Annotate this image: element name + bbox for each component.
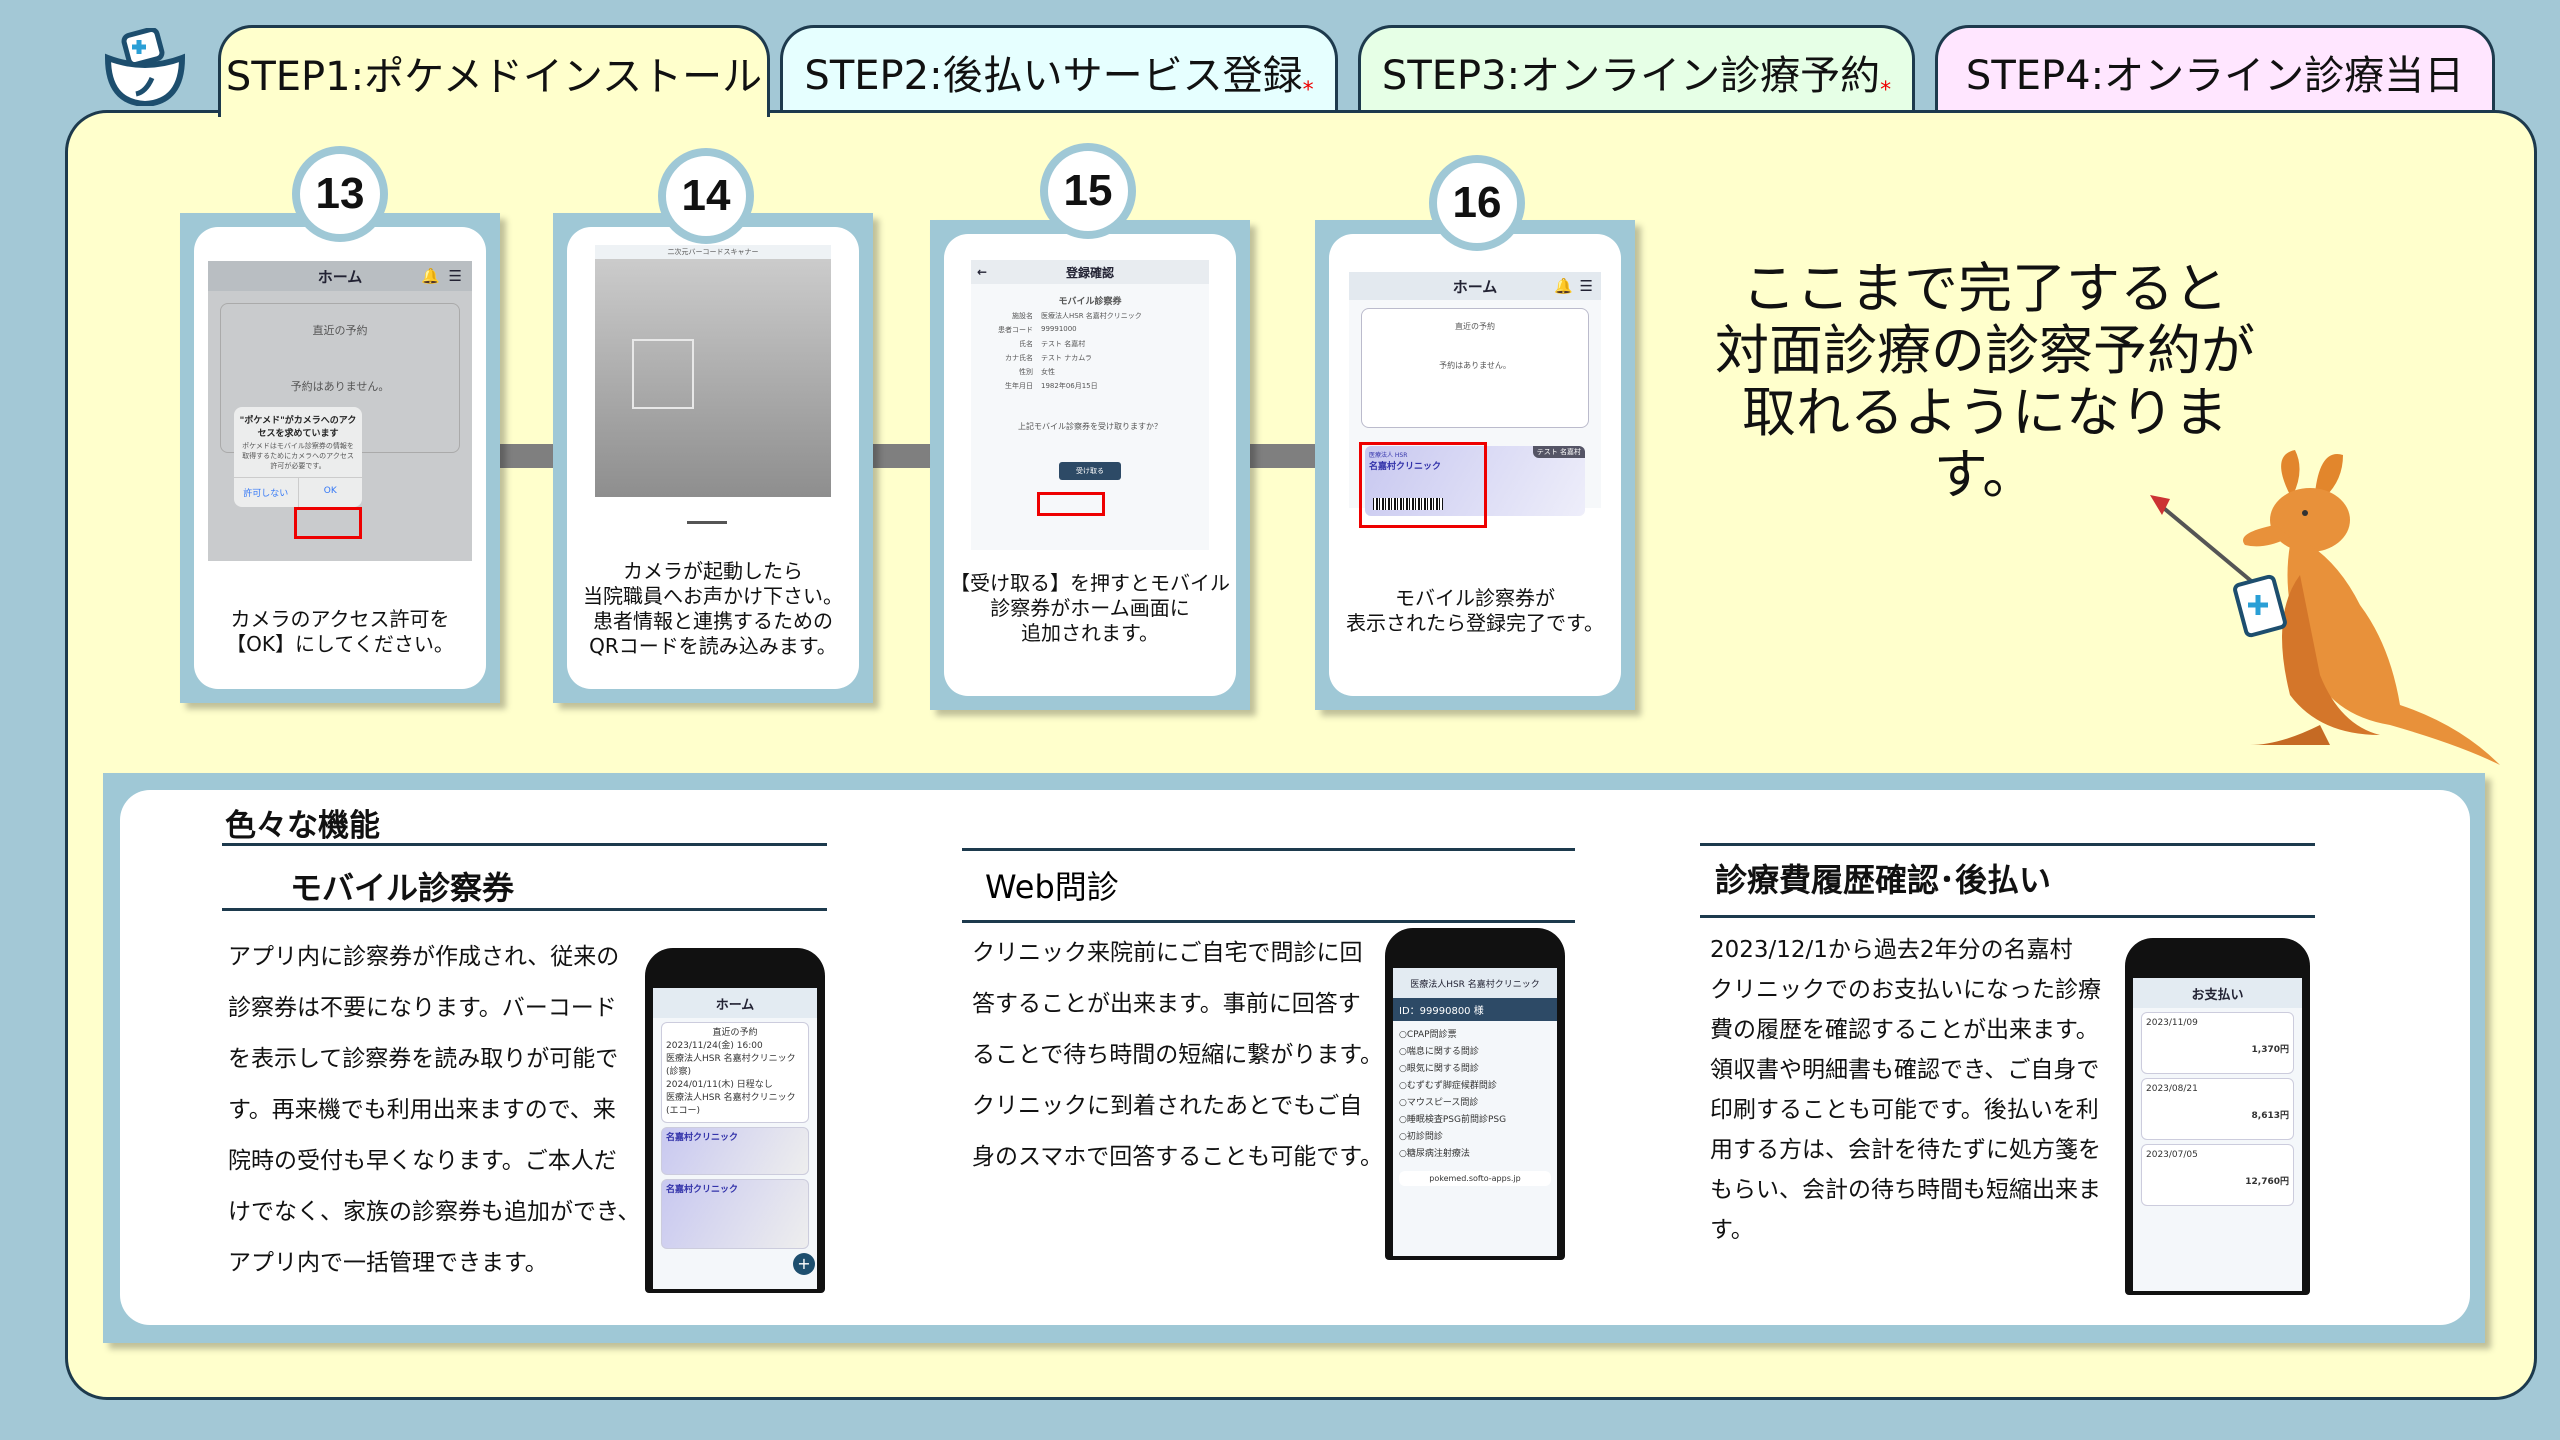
- highlight-box: [1359, 442, 1487, 528]
- divider: [222, 908, 827, 911]
- field-row: 性別女性: [1019, 368, 1055, 376]
- url-bar[interactable]: pokemed.softo-apps.jp: [1399, 1171, 1551, 1186]
- home-indicator: [687, 521, 727, 524]
- step-card-14: 二次元バーコードスキャナー カメラが起動したら 当院職員へお声かけ下さい。 患者…: [553, 213, 873, 703]
- tab-step1[interactable]: STEP1:ポケメドインストール: [218, 25, 770, 117]
- feature-text: 2023/12/1から過去2年分の名嘉村 クリニックでのお支払いになった診療 費…: [1710, 937, 2101, 1243]
- active-tab-joint: [221, 108, 767, 116]
- field-row: カナ氏名テスト ナカムラ: [1005, 354, 1092, 362]
- deny-button[interactable]: 許可しない: [234, 478, 299, 507]
- home-screen: ホーム🔔☰ 直近の予約 予約はありません。 医療法人 HSR 名嘉村クリニック …: [1349, 272, 1601, 528]
- feature-text: アプリ内に診察券が作成され、従来の 診察券は不要になります。バーコード を表示し…: [228, 944, 641, 1276]
- headline: ここまで完了すると 対面診療の診察予約が 取れるようになります。: [1715, 257, 2255, 506]
- questionnaire-option[interactable]: ○睡眠検査PSG前問診PSG: [1399, 1115, 1507, 1125]
- bell-icon: 🔔: [1554, 277, 1573, 295]
- divider: [962, 848, 1575, 851]
- feature-title: Web問診: [985, 868, 1119, 906]
- receive-button[interactable]: 受け取る: [1059, 462, 1121, 480]
- camera-screen: 二次元バーコードスキャナー: [595, 245, 831, 497]
- step-number: 15: [1040, 143, 1136, 239]
- features-panel: [120, 790, 2470, 1325]
- mobile-ticket[interactable]: 医療法人 HSR 名嘉村クリニック テスト 名嘉村: [1365, 446, 1585, 516]
- highlight-box: [294, 507, 362, 539]
- step-number: 14: [658, 148, 754, 244]
- connector: [1250, 444, 1315, 468]
- questionnaire-option[interactable]: ○初診問診: [1399, 1132, 1443, 1142]
- questionnaire-option[interactable]: ○むずむず脚症候群問診: [1399, 1081, 1497, 1091]
- divider: [962, 920, 1575, 923]
- divider: [1700, 915, 2315, 918]
- barcode: [1373, 498, 1443, 510]
- menu-icon: ☰: [1579, 277, 1593, 295]
- back-arrow-icon[interactable]: ←: [977, 265, 988, 279]
- pokemed-logo: [104, 26, 186, 108]
- questionnaire-option[interactable]: ○喘息に関する問診: [1399, 1047, 1479, 1057]
- phone-mockup: 医療法人HSR 名嘉村クリニック ID：99990800 様 ○CPAP問診票○…: [1385, 928, 1565, 1260]
- menu-icon: ☰: [448, 267, 462, 285]
- mobile-ticket[interactable]: 名嘉村クリニック: [661, 1127, 809, 1175]
- add-button[interactable]: +: [793, 1253, 815, 1275]
- divider: [222, 843, 827, 846]
- questionnaire-option[interactable]: ○CPAP問診票: [1399, 1030, 1457, 1040]
- features-heading: 色々な機能: [225, 808, 380, 844]
- connector: [500, 444, 555, 468]
- ok-button[interactable]: OK: [323, 486, 337, 496]
- tab-step4[interactable]: STEP4:オンライン診療当日: [1935, 25, 2495, 115]
- step-number: 13: [292, 146, 388, 242]
- questionnaire-option[interactable]: ○眼気に関する問診: [1399, 1064, 1479, 1074]
- feature-text: クリニック来院前にご自宅で問診に回 答することが出来ます。事前に回答す ることで…: [972, 940, 1384, 1170]
- permission-dialog: "ポケメド"がカメラへのアクセスを求めています ポケメドはモバイル診察券の情報を…: [234, 407, 362, 507]
- tab-step3[interactable]: STEP3:オンライン診療予約*: [1358, 25, 1915, 115]
- field-row: 氏名テスト 名嘉村: [1019, 340, 1086, 348]
- connector: [873, 444, 930, 468]
- tab-step2[interactable]: STEP2:後払いサービス登録*: [780, 25, 1338, 115]
- bell-icon: 🔔: [421, 267, 440, 285]
- feature-title: 診療費履歴確認･後払い: [1715, 861, 2052, 899]
- scan-frame: [632, 339, 694, 409]
- divider: [1700, 843, 2315, 846]
- highlight-box: [1037, 492, 1105, 516]
- questionnaire-option[interactable]: ○マウスピース問診: [1399, 1098, 1479, 1108]
- mobile-ticket[interactable]: 名嘉村クリニック: [661, 1179, 809, 1249]
- phone-screen: ホーム🔔☰ 直近の予約 予約はありません。 "ポケメド"がカメラへのアクセスを求…: [208, 261, 472, 561]
- step-number: 16: [1429, 155, 1525, 251]
- kangaroo-mascot: [2140, 425, 2500, 765]
- questionnaire-option[interactable]: ○糖尿病注射療法: [1399, 1149, 1470, 1159]
- field-row: 施設名医療法人HSR 名嘉村クリニック: [1012, 312, 1142, 320]
- step-card-13: ホーム🔔☰ 直近の予約 予約はありません。 "ポケメド"がカメラへのアクセスを求…: [180, 213, 500, 703]
- step-card-16: ホーム🔔☰ 直近の予約 予約はありません。 医療法人 HSR 名嘉村クリニック …: [1315, 220, 1635, 710]
- feature-title: モバイル診察券: [290, 869, 515, 907]
